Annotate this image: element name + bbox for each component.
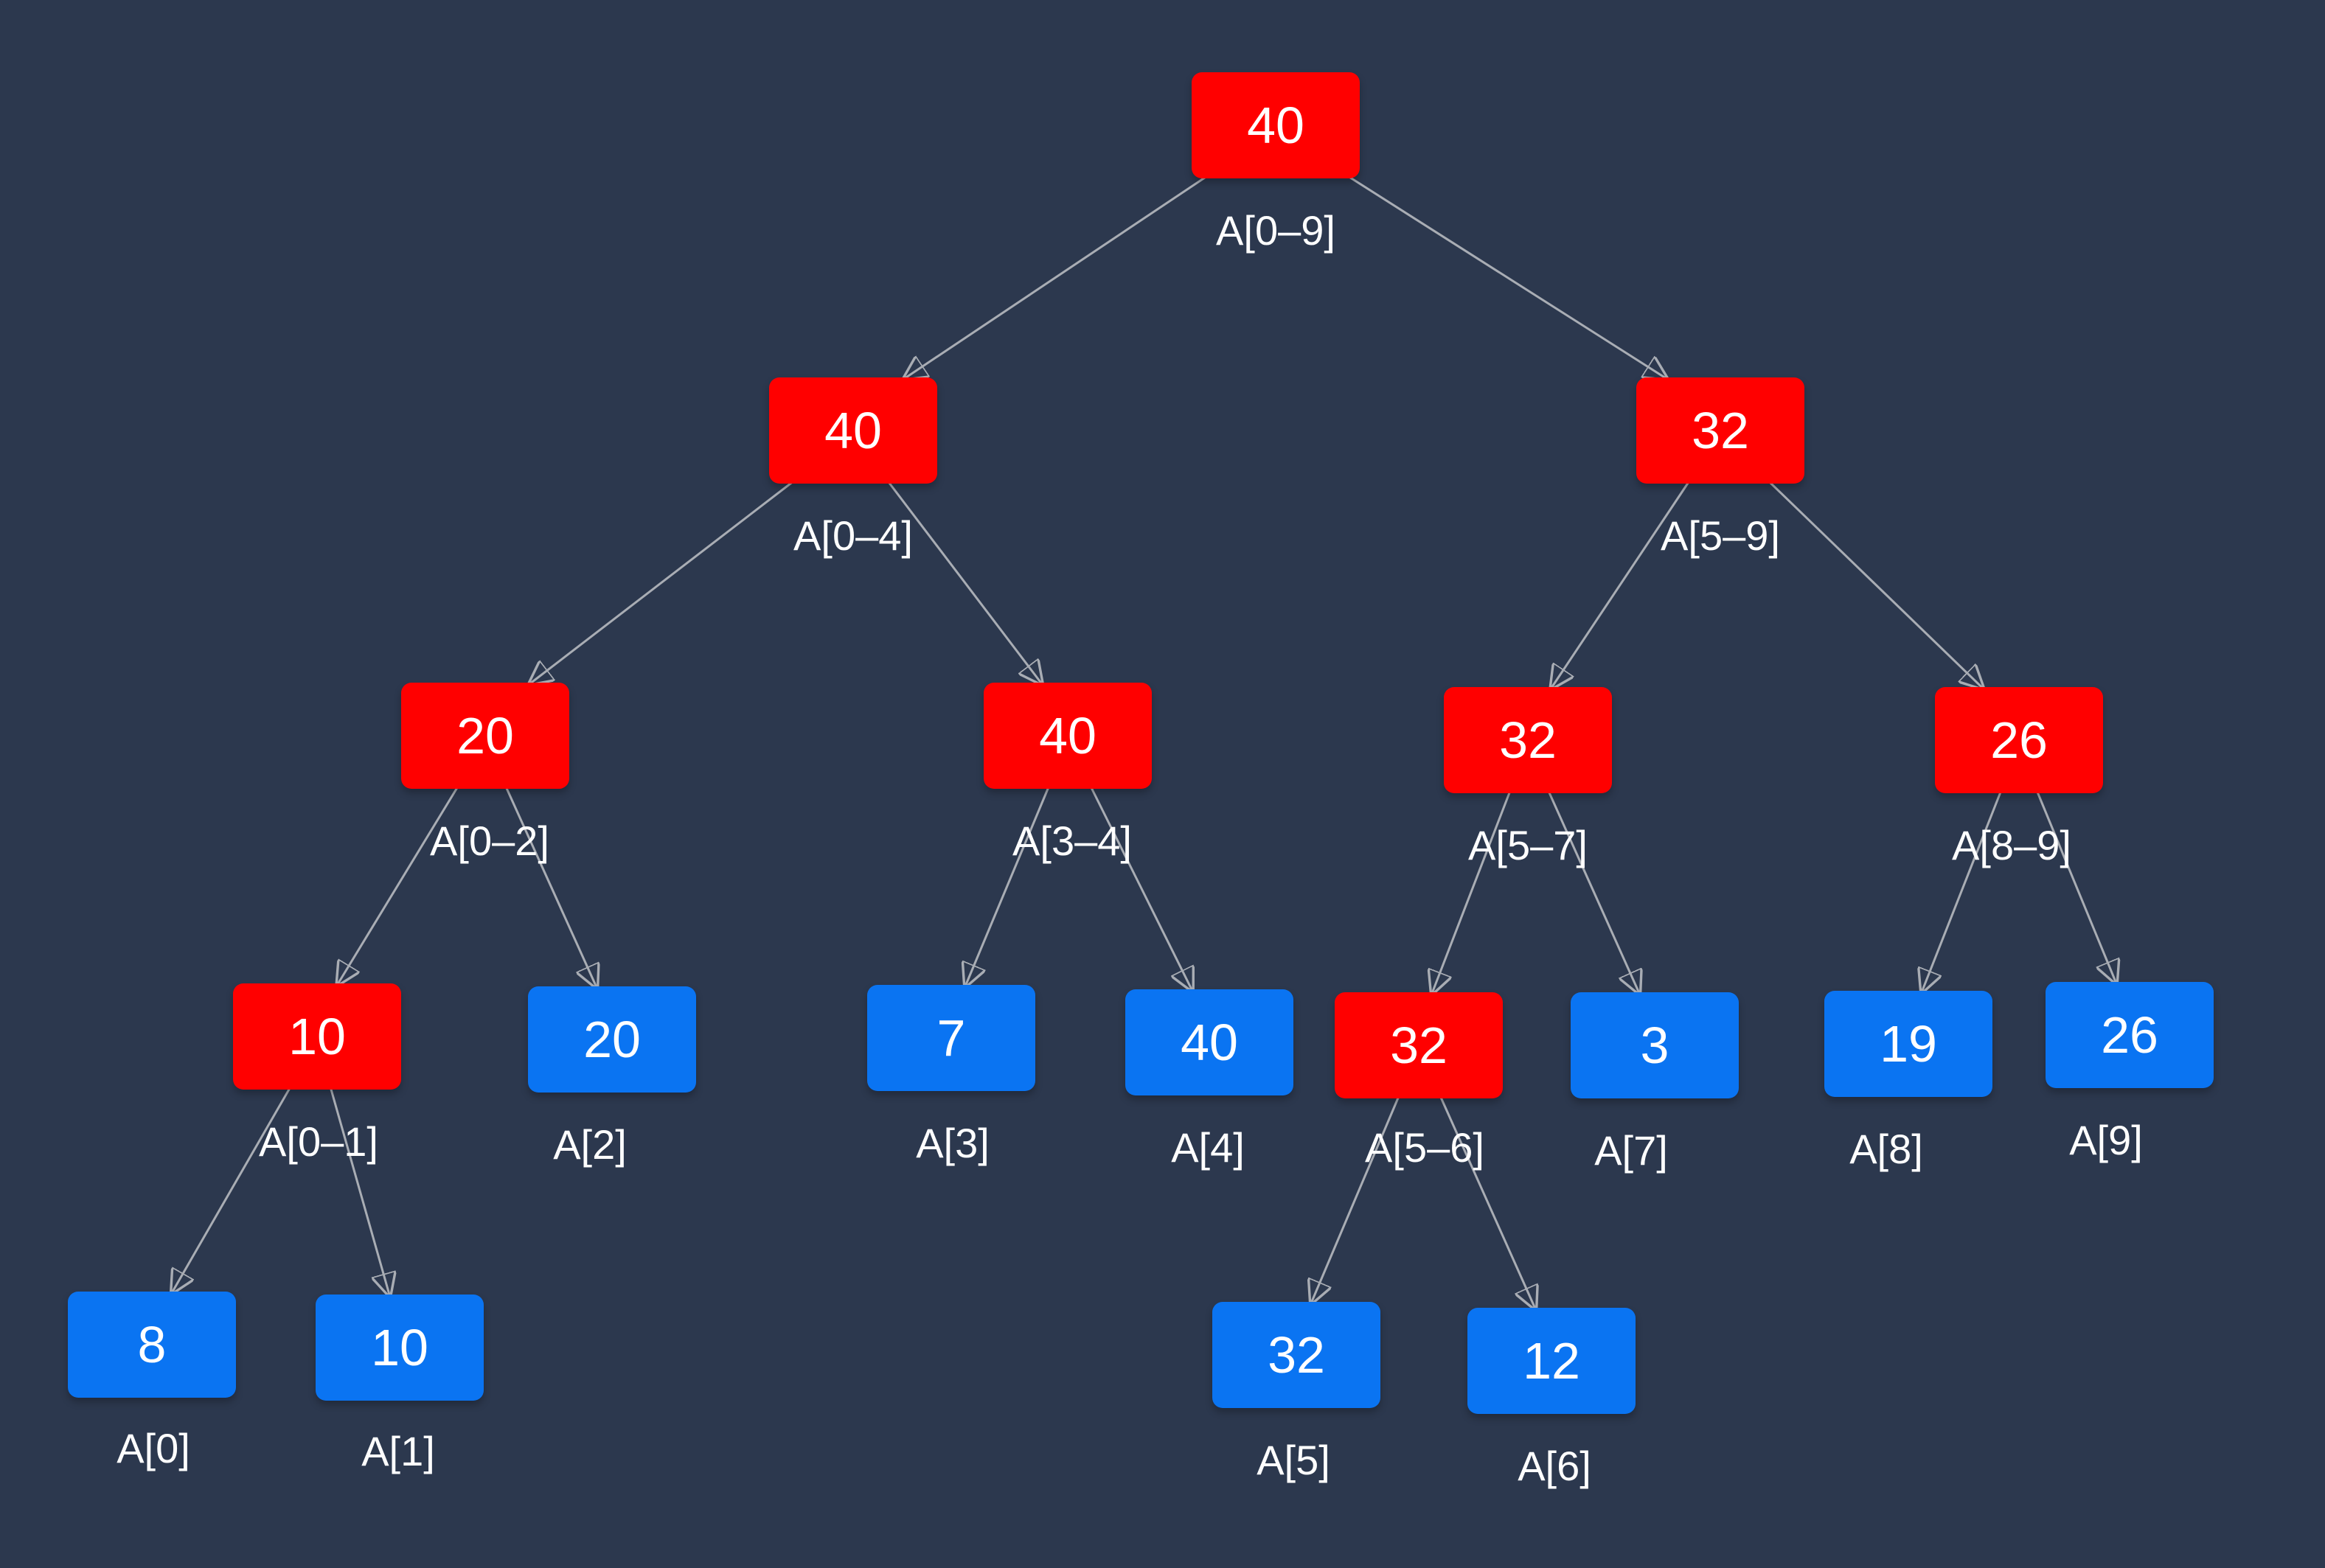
tree-node: 8 [68, 1292, 236, 1398]
node-value: 40 [1247, 97, 1304, 154]
node-range-label: A[5–7] [1468, 822, 1588, 868]
tree-node: 32 [1444, 687, 1612, 793]
node-range-label: A[8] [1849, 1126, 1923, 1172]
node-value: 10 [371, 1319, 428, 1376]
node-range-label: A[0–4] [793, 512, 913, 559]
node-range-label: A[3–4] [1012, 818, 1132, 864]
tree-node: 40 [1125, 989, 1293, 1095]
edge-n89-n8 [1922, 790, 2003, 992]
edge-n04-n02 [529, 479, 796, 684]
node-range-label: A[4] [1171, 1124, 1245, 1171]
node-value: 10 [288, 1008, 346, 1065]
edge-n04-n34 [886, 480, 1043, 684]
tree-node: 12 [1467, 1308, 1636, 1414]
tree-node: 40 [1192, 72, 1360, 178]
node-value: 32 [1499, 711, 1557, 769]
edge-n34-n4 [1089, 785, 1192, 991]
node-range-label: A[5–9] [1661, 512, 1780, 559]
node-value: 32 [1390, 1017, 1448, 1074]
tree-node: 10 [316, 1295, 484, 1401]
node-value: 12 [1523, 1332, 1580, 1390]
node-value: 32 [1268, 1326, 1325, 1384]
node-range-label: A[2] [553, 1121, 627, 1168]
node-range-label: A[6] [1518, 1443, 1591, 1489]
tree-node: 32 [1212, 1302, 1380, 1408]
node-value: 26 [2101, 1006, 2158, 1064]
edge-n34-n3 [965, 785, 1051, 986]
edge-n57-n56 [1432, 790, 1512, 994]
edge-n89-n9 [2035, 790, 2116, 983]
node-range-label: A[7] [1594, 1127, 1668, 1174]
node-value: 32 [1692, 402, 1749, 459]
node-range-label: A[3] [916, 1120, 990, 1166]
tree-node: 40 [769, 377, 937, 484]
node-range-label: A[8–9] [1952, 822, 2071, 868]
tree-node: 7 [867, 985, 1035, 1091]
node-value: 20 [456, 707, 514, 764]
node-range-label: A[1] [361, 1428, 435, 1474]
node-range-label: A[0] [117, 1425, 190, 1471]
tree-node: 32 [1335, 992, 1503, 1098]
node-value: 8 [137, 1316, 167, 1373]
edge-n56-n6 [1439, 1095, 1536, 1309]
edge-n56-n5 [1311, 1095, 1400, 1303]
node-value: 26 [1990, 711, 2048, 769]
edge-n59-n89 [1767, 479, 1984, 689]
node-range-label: A[9] [2069, 1117, 2143, 1163]
edge-n59-n57 [1551, 480, 1691, 689]
node-value: 3 [1640, 1017, 1669, 1074]
edge-n57-n7 [1547, 790, 1640, 994]
node-range-label: A[0–1] [259, 1118, 378, 1165]
node-range-label: A[5] [1257, 1437, 1330, 1483]
tree-node: 26 [1935, 687, 2103, 793]
tree-node: 19 [1824, 991, 1992, 1097]
edge-n09-n59 [1346, 174, 1667, 379]
edge-n09-n04 [904, 174, 1209, 379]
edge-n01-n1 [329, 1086, 390, 1296]
tree-node: 26 [2046, 982, 2214, 1088]
node-value: 40 [1039, 707, 1097, 764]
tree-node: 10 [233, 983, 401, 1090]
tree-node: 3 [1571, 992, 1739, 1098]
edge-n01-n0 [172, 1086, 292, 1293]
node-value: 7 [936, 1009, 966, 1067]
node-value: 19 [1880, 1015, 1937, 1073]
node-range-label: A[0–2] [430, 818, 549, 864]
node-range-label: A[0–9] [1216, 207, 1335, 254]
node-value: 40 [824, 402, 882, 459]
tree-node: 40 [984, 683, 1152, 789]
node-value: 40 [1181, 1014, 1238, 1071]
tree-node: 20 [528, 986, 696, 1093]
node-range-label: A[5–6] [1365, 1124, 1484, 1171]
node-value: 20 [583, 1011, 641, 1068]
edge-n02-n01 [337, 785, 459, 985]
tree-node: 32 [1636, 377, 1804, 484]
tree-node: 20 [401, 683, 569, 789]
edge-n02-n2 [504, 785, 597, 988]
